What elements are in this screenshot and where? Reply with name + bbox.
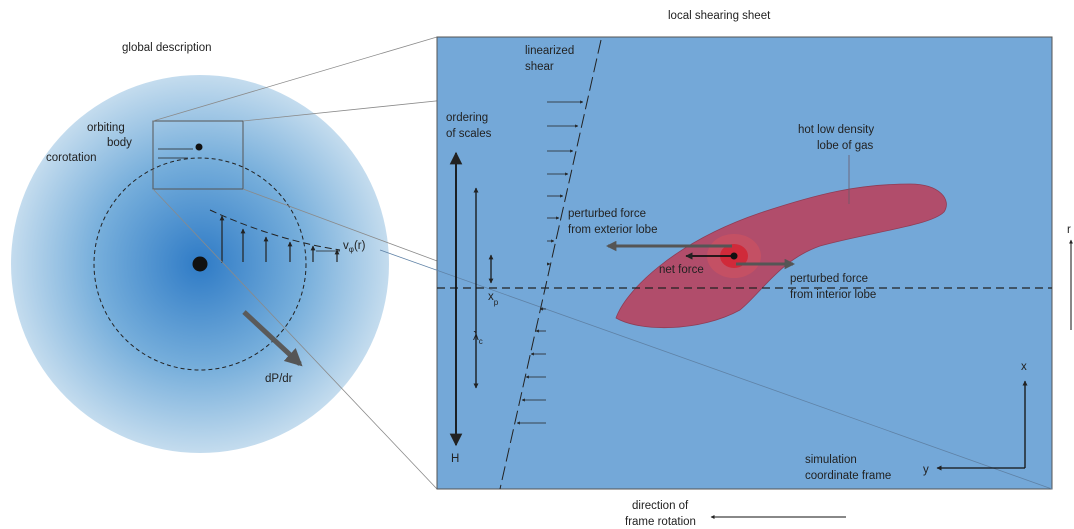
shear-arrows: [516, 100, 584, 425]
net-force-label: net force: [659, 264, 704, 276]
edge-r-label: r: [1067, 224, 1071, 236]
dpdr-label: dP/dr: [265, 373, 293, 385]
lambda-label: λc: [473, 331, 483, 346]
connector-line: [152, 36, 438, 122]
xp-label: xp: [488, 291, 499, 307]
orbiting-body: [195, 143, 203, 151]
vphi-main: v: [343, 240, 349, 252]
lambda-main: λ: [473, 331, 479, 343]
global-title: global description: [122, 42, 212, 54]
global-disk: [11, 75, 389, 453]
vphi-tail: (r): [354, 240, 366, 252]
shearing-sheet: [379, 36, 1053, 490]
connector-line: [152, 188, 438, 490]
ordering-label: ordering: [446, 112, 488, 124]
corotation-label: corotation: [46, 152, 97, 164]
H-label: H: [451, 453, 459, 465]
vphi-label: vφ(r): [343, 240, 366, 254]
direction-label-1: direction of: [632, 500, 689, 512]
velocity-curve: [209, 209, 341, 251]
of-scales-label: of scales: [446, 128, 492, 140]
hot-lobe-label-2: lobe of gas: [817, 140, 874, 152]
gas-lobe: [615, 183, 947, 329]
exterior-force-label-2: from exterior lobe: [568, 224, 657, 236]
y-axis-label: y: [923, 464, 929, 476]
zoom-box: [152, 120, 244, 190]
shear-line: [499, 39, 602, 490]
xp-main: x: [488, 291, 494, 303]
local-title: local shearing sheet: [668, 10, 771, 22]
orbiting-label: orbiting: [87, 122, 125, 134]
body-label: body: [107, 137, 132, 149]
interior-force-label-1: perturbed force: [790, 273, 868, 285]
vphi-sub: φ: [349, 245, 354, 254]
direction-label-2: frame rotation: [625, 516, 696, 528]
interior-force-label-2: from interior lobe: [790, 289, 876, 301]
x-axis-label: x: [1021, 361, 1027, 373]
lambda-sub: c: [479, 337, 483, 346]
hot-lobe-label-1: hot low density: [798, 124, 874, 136]
xp-sub: p: [494, 298, 499, 307]
pressure-gradient-arrow: [242, 310, 303, 367]
shear-label: shear: [525, 61, 554, 73]
exterior-force-label-1: perturbed force: [568, 208, 646, 220]
sim-frame-label-2: coordinate frame: [805, 470, 891, 482]
linearized-label: linearized: [525, 45, 574, 57]
connector-line: [379, 249, 1053, 490]
sim-frame-label-1: simulation: [805, 454, 857, 466]
central-star: [192, 256, 208, 272]
corotation-circle: [93, 157, 307, 371]
